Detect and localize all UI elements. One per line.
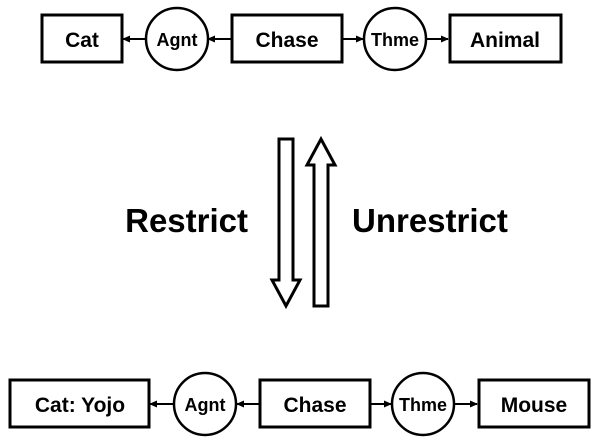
relation-label: Agnt (157, 30, 198, 50)
concept-chase-top: Chase (230, 13, 344, 64)
restrict-label: Restrict (125, 202, 248, 239)
concept-chase-bottom: Chase (258, 378, 372, 429)
bottom-graph: Cat: Yojo Agnt Chase Thme Mouse (8, 371, 591, 437)
concept-label: Animal (470, 29, 540, 52)
concept-mouse-bottom: Mouse (477, 378, 591, 429)
concept-cat-top: Cat (40, 13, 124, 64)
operations: Restrict Unrestrict (125, 135, 508, 310)
concept-label: Cat: Yojo (35, 394, 125, 417)
relation-label: Thme (399, 395, 447, 415)
concept-label: Cat (65, 29, 99, 52)
relation-thme-top: Thme (362, 6, 428, 72)
relation-agnt-top: Agnt (144, 6, 210, 72)
unrestrict-arrow-icon (304, 135, 338, 308)
concept-animal-top: Animal (448, 13, 563, 64)
concept-label: Chase (283, 394, 346, 417)
relation-label: Agnt (185, 395, 226, 415)
restrict-arrow-icon (269, 137, 303, 310)
relation-label: Thme (371, 30, 419, 50)
concept-label: Mouse (501, 394, 568, 417)
concept-cat-yojo-bottom: Cat: Yojo (8, 378, 151, 429)
top-graph: Cat Agnt Chase Thme Animal (40, 6, 563, 72)
relation-agnt-bottom: Agnt (172, 371, 238, 437)
relation-thme-bottom: Thme (390, 371, 456, 437)
concept-label: Chase (255, 29, 318, 52)
unrestrict-label: Unrestrict (352, 202, 508, 239)
